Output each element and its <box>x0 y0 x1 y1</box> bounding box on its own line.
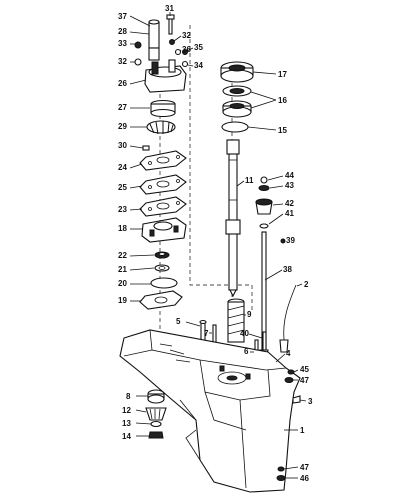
callout-6: 6 <box>244 347 249 356</box>
washer-part <box>277 466 285 472</box>
callout-4: 4 <box>286 349 291 358</box>
leader-lines <box>129 12 307 479</box>
nut-part <box>148 431 164 439</box>
drive-shaft-part <box>225 139 241 298</box>
impeller-part <box>146 120 176 135</box>
gasket-part <box>139 150 187 171</box>
callout-26: 26 <box>118 79 127 88</box>
callout-20: 20 <box>118 279 127 288</box>
callout-24: 24 <box>118 163 127 172</box>
washer-part <box>260 176 268 184</box>
stud-part <box>262 331 267 351</box>
gasket-part <box>139 290 183 310</box>
pinion-gear-part <box>145 407 167 421</box>
insert-part <box>150 99 176 118</box>
screw-part <box>292 395 301 404</box>
seal-part <box>154 264 170 272</box>
callout-13: 13 <box>122 419 131 428</box>
callout-47: 47 <box>300 463 309 472</box>
ring-part <box>221 121 249 133</box>
callout-45: 45 <box>300 365 309 374</box>
stud-part <box>199 319 207 351</box>
callout-9: 9 <box>247 310 252 319</box>
callout-14: 14 <box>122 432 131 441</box>
callout-29: 29 <box>118 122 127 131</box>
callout-17: 17 <box>278 70 287 79</box>
tube-part <box>148 19 160 61</box>
nut-part <box>134 41 142 49</box>
callout-39: 39 <box>286 236 295 245</box>
coupler-part <box>255 198 273 215</box>
callout-34: 34 <box>194 61 203 70</box>
screw-part <box>276 475 286 481</box>
callout-33: 33 <box>118 39 127 48</box>
callout-16: 16 <box>278 96 287 105</box>
callout-7: 7 <box>204 329 209 338</box>
gear-housing-part <box>119 329 301 493</box>
hose-fitting-part <box>279 339 289 353</box>
callout-2: 2 <box>304 280 309 289</box>
seal-part <box>259 223 269 229</box>
callout-3: 3 <box>308 397 313 406</box>
seal-part <box>154 251 170 259</box>
callout-8: 8 <box>126 392 131 401</box>
callout-25: 25 <box>118 183 127 192</box>
key-part <box>142 145 150 151</box>
gasket-part <box>139 196 187 217</box>
callout-40: 40 <box>240 329 249 338</box>
callout-labels: 31 37 28 33 32 32 36 35 34 26 27 29 30 2… <box>118 4 313 483</box>
callout-35: 35 <box>194 43 203 52</box>
pump-housing-part <box>144 59 187 93</box>
callout-46: 46 <box>300 474 309 483</box>
callout-19: 19 <box>118 296 127 305</box>
washer-part <box>287 369 295 375</box>
callout-15: 15 <box>278 126 287 135</box>
callout-27: 27 <box>118 103 127 112</box>
pump-base-part <box>141 217 187 243</box>
callout-30: 30 <box>118 141 127 150</box>
plate-part <box>139 174 187 195</box>
callout-23: 23 <box>118 205 127 214</box>
washer-part <box>174 48 182 56</box>
callout-41: 41 <box>285 209 294 218</box>
o-ring-part <box>150 277 178 289</box>
bearing-cup-part <box>220 61 254 83</box>
callout-1: 1 <box>300 426 305 435</box>
washer-part <box>181 60 189 68</box>
pinion-bearing-part <box>147 389 165 404</box>
screw-part <box>166 14 175 35</box>
callout-47: 47 <box>300 376 309 385</box>
screw-part <box>284 377 294 383</box>
callout-44: 44 <box>285 171 294 180</box>
hose-part <box>283 284 297 341</box>
callout-21: 21 <box>118 265 127 274</box>
callout-32: 32 <box>118 57 127 66</box>
callout-28: 28 <box>118 27 127 36</box>
callout-42: 42 <box>285 199 294 208</box>
assembly-line <box>189 25 253 310</box>
callout-31: 31 <box>165 4 174 13</box>
washer-part <box>150 420 162 428</box>
callout-5: 5 <box>176 317 181 326</box>
nut-part <box>258 185 270 191</box>
callout-32: 32 <box>182 31 191 40</box>
nut-part <box>134 58 142 66</box>
sleeve-part <box>227 298 245 343</box>
callout-38: 38 <box>283 265 292 274</box>
washer-part <box>169 39 175 45</box>
washer-part <box>182 49 188 55</box>
callout-36: 36 <box>182 45 191 54</box>
callout-11: 11 <box>245 176 254 185</box>
bearing-part <box>222 85 252 118</box>
callout-43: 43 <box>285 181 294 190</box>
callout-18: 18 <box>118 224 127 233</box>
callout-22: 22 <box>118 251 127 260</box>
callout-37: 37 <box>118 12 127 21</box>
callout-12: 12 <box>122 406 131 415</box>
